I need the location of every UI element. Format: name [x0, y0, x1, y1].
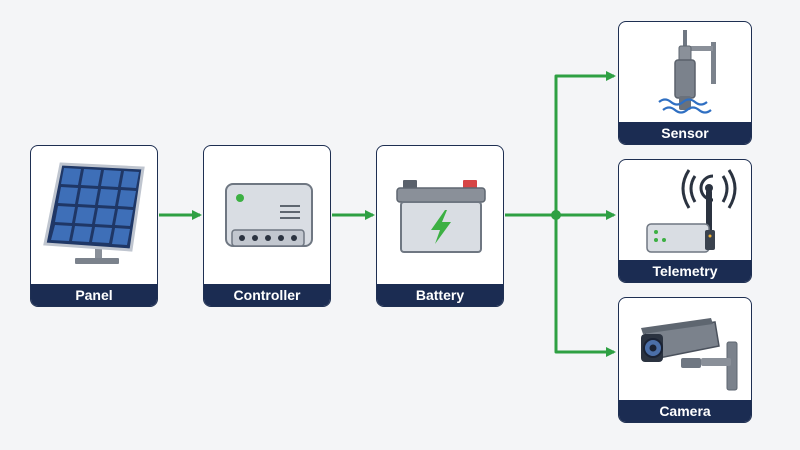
battery-label: Battery [377, 284, 503, 306]
battery-node: Battery [376, 145, 504, 307]
solar-panel-icon [43, 162, 145, 264]
edge-junction-camera [554, 215, 616, 357]
camera-label: Camera [619, 400, 751, 422]
junction-dot [551, 210, 561, 220]
edge-junction-sensor [554, 71, 616, 215]
telemetry-node: Telemetry [618, 159, 752, 283]
charge-controller-icon [225, 183, 313, 247]
sensor-node: Sensor [618, 21, 752, 145]
panel-label: Panel [31, 284, 157, 306]
sensor-label: Sensor [619, 122, 751, 144]
camera-node: Camera [618, 297, 752, 423]
security-camera-icon [641, 318, 738, 391]
controller-label: Controller [204, 284, 330, 306]
battery-icon [396, 180, 486, 253]
controller-node: Controller [203, 145, 331, 307]
radio-transmitter-icon [646, 169, 737, 253]
telemetry-label: Telemetry [619, 260, 751, 282]
panel-node: Panel [30, 145, 158, 307]
water-sensor-icon [658, 30, 716, 114]
